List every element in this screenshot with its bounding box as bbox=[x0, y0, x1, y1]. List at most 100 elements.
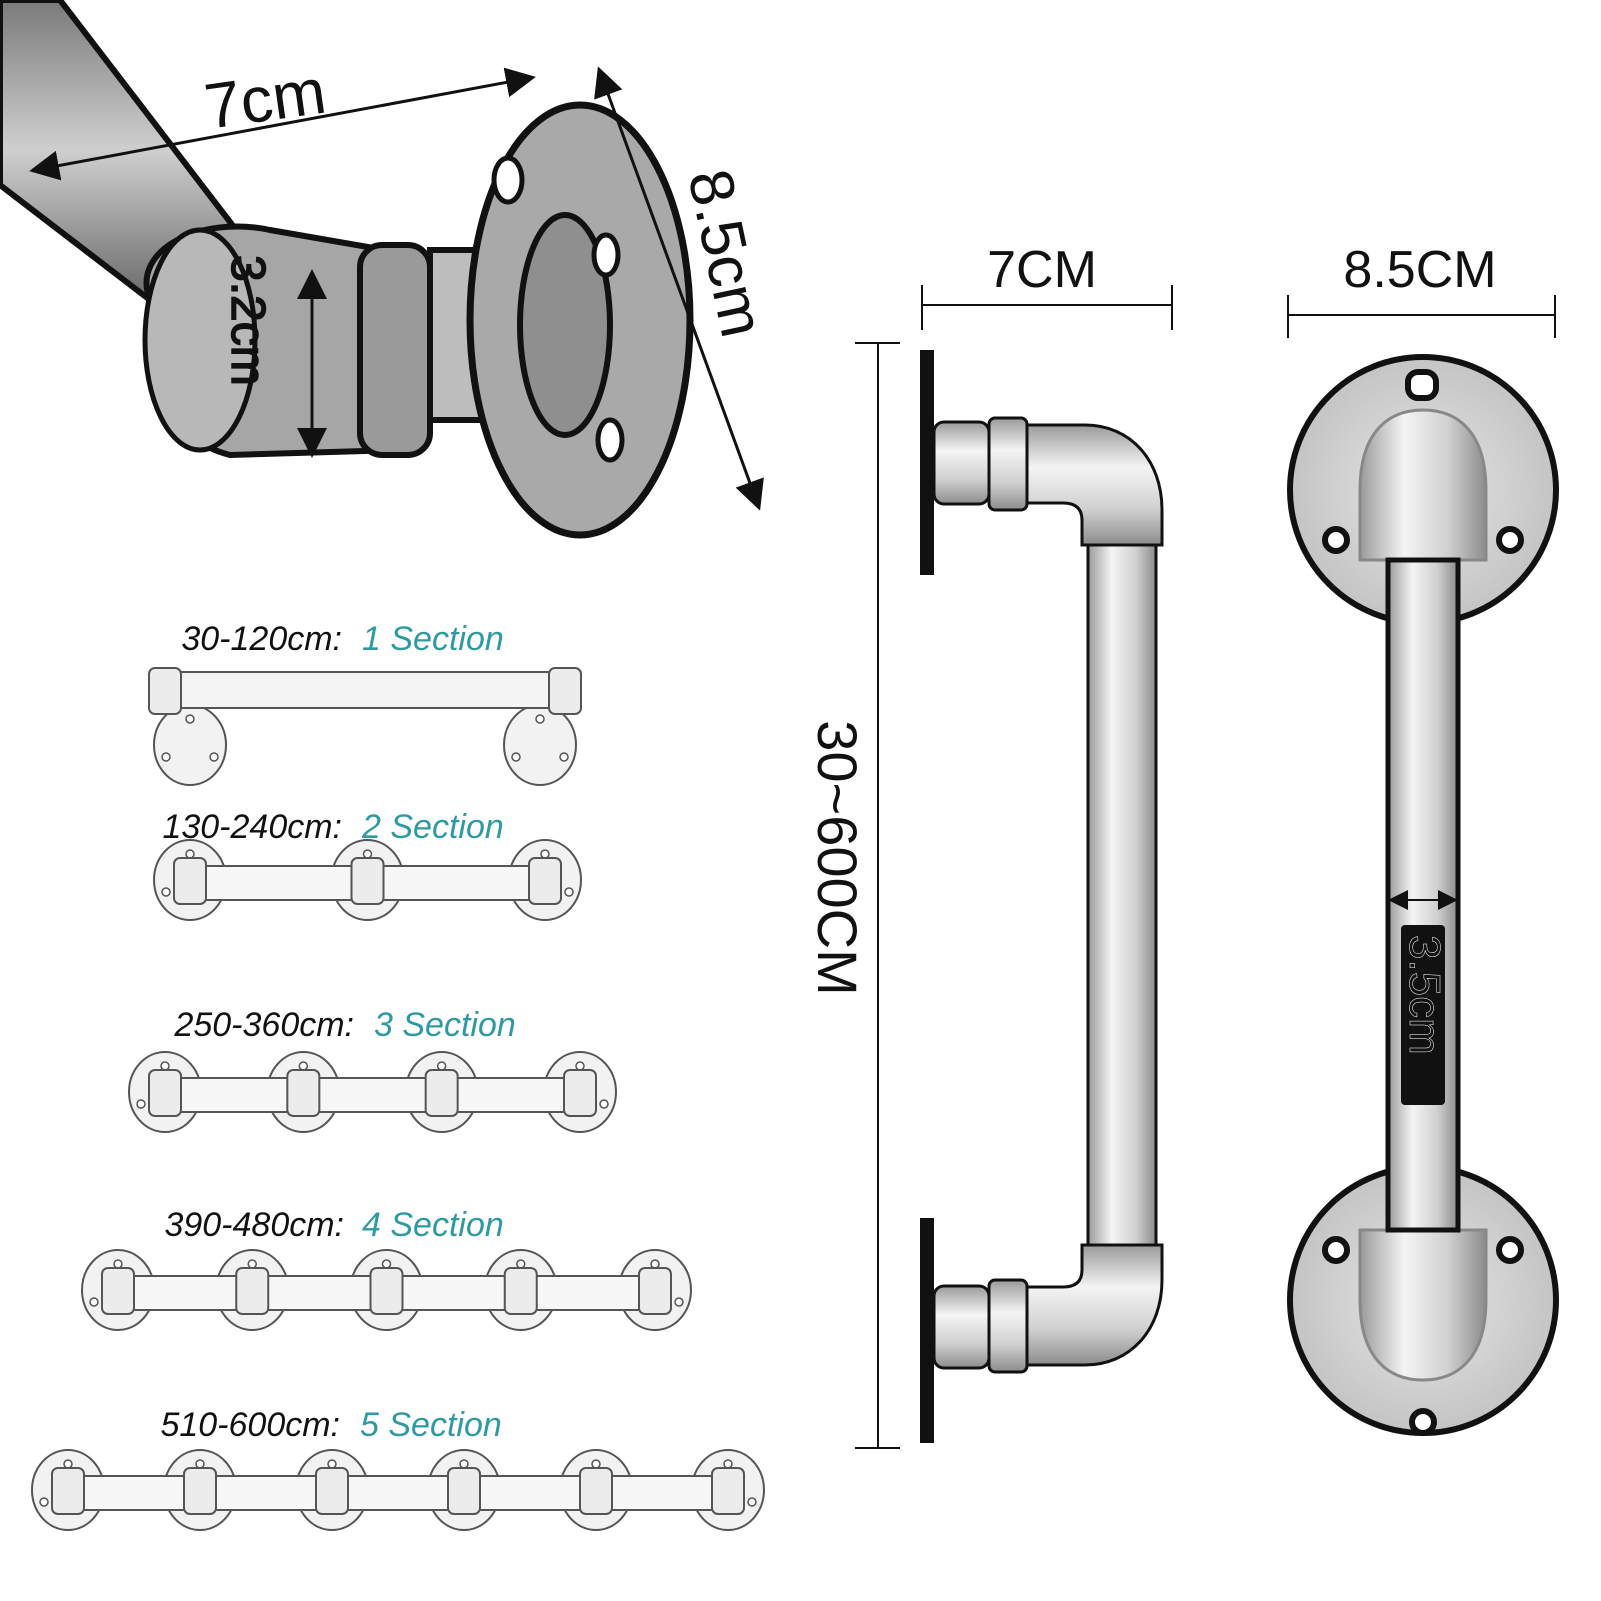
closeup-flange-arrow bbox=[594, 66, 764, 511]
section-2-label: 2 Section bbox=[361, 808, 504, 846]
section-4-rail bbox=[81, 1249, 692, 1331]
front-screw-hole-bottom-2 bbox=[1496, 1236, 1524, 1264]
rail-pipe bbox=[149, 671, 581, 709]
section-3-range: 250-360cm: bbox=[173, 1006, 354, 1044]
rail-screw-hole bbox=[674, 1297, 684, 1307]
closeup-screw-hole-1 bbox=[491, 155, 525, 205]
rail-screw-hole bbox=[599, 1099, 609, 1109]
rail-screw-hole bbox=[564, 887, 574, 897]
section-4-label: 4 Section bbox=[362, 1206, 504, 1244]
section-2: 130-240cm: 2 Section bbox=[153, 808, 582, 921]
side-elbow-bottom bbox=[1025, 1243, 1164, 1367]
section-1-rail bbox=[148, 667, 582, 786]
rail-screw-hole bbox=[516, 1259, 526, 1269]
front-view: 8.5CM 3.5cm bbox=[1287, 241, 1559, 1436]
front-screw-hole-top-1 bbox=[1405, 369, 1439, 401]
closeup-pipe-label: 3.2cm bbox=[221, 255, 274, 386]
closeup-sketch: 7cm 8.5cm 3.2cm bbox=[0, 0, 777, 539]
section-3: 250-360cm: 3 Section bbox=[128, 1006, 617, 1133]
rail-screw-hole bbox=[362, 849, 373, 859]
rail-pipe bbox=[52, 1475, 744, 1511]
side-coupling-top bbox=[987, 416, 1029, 512]
front-pipe-label-bg bbox=[1401, 925, 1445, 1105]
closeup-screw-hole-2 bbox=[591, 232, 621, 278]
closeup-length-label: 7cm bbox=[200, 55, 330, 143]
front-grab-pipe bbox=[1385, 557, 1461, 1233]
rail-fitting bbox=[183, 1467, 217, 1515]
side-elbow-top bbox=[1025, 423, 1164, 547]
side-flange-hub-top bbox=[932, 420, 991, 506]
rail-screw-hole bbox=[298, 1061, 309, 1071]
rail-screw-hole bbox=[89, 1297, 99, 1307]
rail-screw-hole bbox=[381, 1259, 392, 1269]
front-elbow-bottom bbox=[1358, 1228, 1488, 1382]
rail-screw-hole bbox=[723, 1459, 733, 1469]
rail-screw-hole bbox=[113, 1259, 123, 1269]
front-screw-hole-bottom-1 bbox=[1322, 1236, 1350, 1264]
section-5: 510-600cm: 5 Section bbox=[31, 1406, 765, 1531]
rail-fitting bbox=[711, 1467, 745, 1515]
rail-screw-hole bbox=[185, 714, 195, 724]
section-2-rail bbox=[153, 839, 582, 921]
rail-screw-hole bbox=[136, 1099, 146, 1109]
rail-screw-hole bbox=[540, 849, 550, 859]
rail-screw-hole bbox=[161, 887, 171, 897]
section-list: 30-120cm: 1 Section 130-240cm: 2 Section… bbox=[31, 620, 765, 1531]
rail-screw-hole bbox=[327, 1459, 337, 1469]
side-flange-hub-bottom bbox=[932, 1284, 991, 1370]
closeup-length-arrow bbox=[29, 67, 536, 181]
side-grab-pipe bbox=[1086, 543, 1158, 1247]
rail-fitting bbox=[315, 1467, 349, 1515]
rail-fitting bbox=[235, 1267, 270, 1315]
section-3-rail bbox=[128, 1051, 617, 1133]
section-4: 390-480cm: 4 Section bbox=[81, 1206, 692, 1331]
side-depth-label: 7CM bbox=[987, 241, 1097, 299]
rail-screw-hole bbox=[63, 1459, 73, 1469]
rail-screw-hole bbox=[535, 714, 545, 724]
rail-fitting bbox=[286, 1069, 321, 1117]
rail-fitting bbox=[350, 857, 385, 905]
rail-fitting bbox=[528, 857, 562, 905]
rail-screw-hole bbox=[195, 1459, 205, 1469]
section-5-label: 5 Section bbox=[360, 1406, 502, 1444]
rail-fitting bbox=[638, 1267, 672, 1315]
rail-screw-hole bbox=[436, 1061, 447, 1071]
front-pipe-label: 3.5cm bbox=[1400, 935, 1449, 1055]
rail-fitting bbox=[503, 1267, 538, 1315]
front-screw-hole-top-3 bbox=[1496, 526, 1524, 554]
rail-fitting bbox=[579, 1467, 613, 1515]
closeup-elbow-rim bbox=[142, 227, 258, 453]
rail-screw-hole bbox=[591, 1459, 601, 1469]
side-length-label: 30~600CM bbox=[806, 720, 869, 996]
section-4-range: 390-480cm: bbox=[164, 1206, 344, 1244]
rail-screw-hole bbox=[559, 752, 569, 762]
rail-fitting bbox=[101, 1267, 135, 1315]
front-screw-hole-top-2 bbox=[1322, 526, 1350, 554]
rail-fitting bbox=[424, 1069, 459, 1117]
rail-pipe bbox=[149, 1077, 596, 1113]
rail-screw-hole bbox=[39, 1497, 49, 1507]
section-1-label: 1 Section bbox=[362, 620, 504, 658]
rail-fitting bbox=[447, 1467, 481, 1515]
rail-fitting bbox=[148, 1069, 182, 1117]
rail-screw-hole bbox=[185, 849, 195, 859]
section-5-rail bbox=[31, 1449, 765, 1531]
rail-screw-hole bbox=[459, 1459, 469, 1469]
rail-fitting bbox=[173, 857, 207, 905]
section-3-label: 3 Section bbox=[374, 1006, 516, 1044]
closeup-coupling bbox=[357, 242, 433, 458]
side-coupling-bottom bbox=[987, 1278, 1029, 1374]
front-elbow-top bbox=[1358, 408, 1488, 562]
rail-fitting bbox=[51, 1467, 85, 1515]
side-view: 7CM 30~600CM bbox=[806, 241, 1173, 1449]
rail-fitting bbox=[563, 1069, 597, 1117]
section-1-range: 30-120cm: bbox=[181, 620, 342, 658]
section-5-range: 510-600cm: bbox=[160, 1406, 340, 1444]
rail-fitting bbox=[369, 1267, 404, 1315]
closeup-screw-hole-3 bbox=[595, 417, 625, 463]
rail-fitting bbox=[148, 667, 182, 715]
rail-screw-hole bbox=[575, 1061, 585, 1071]
side-wall-plate-top bbox=[920, 350, 934, 575]
rail-screw-hole bbox=[247, 1259, 257, 1269]
